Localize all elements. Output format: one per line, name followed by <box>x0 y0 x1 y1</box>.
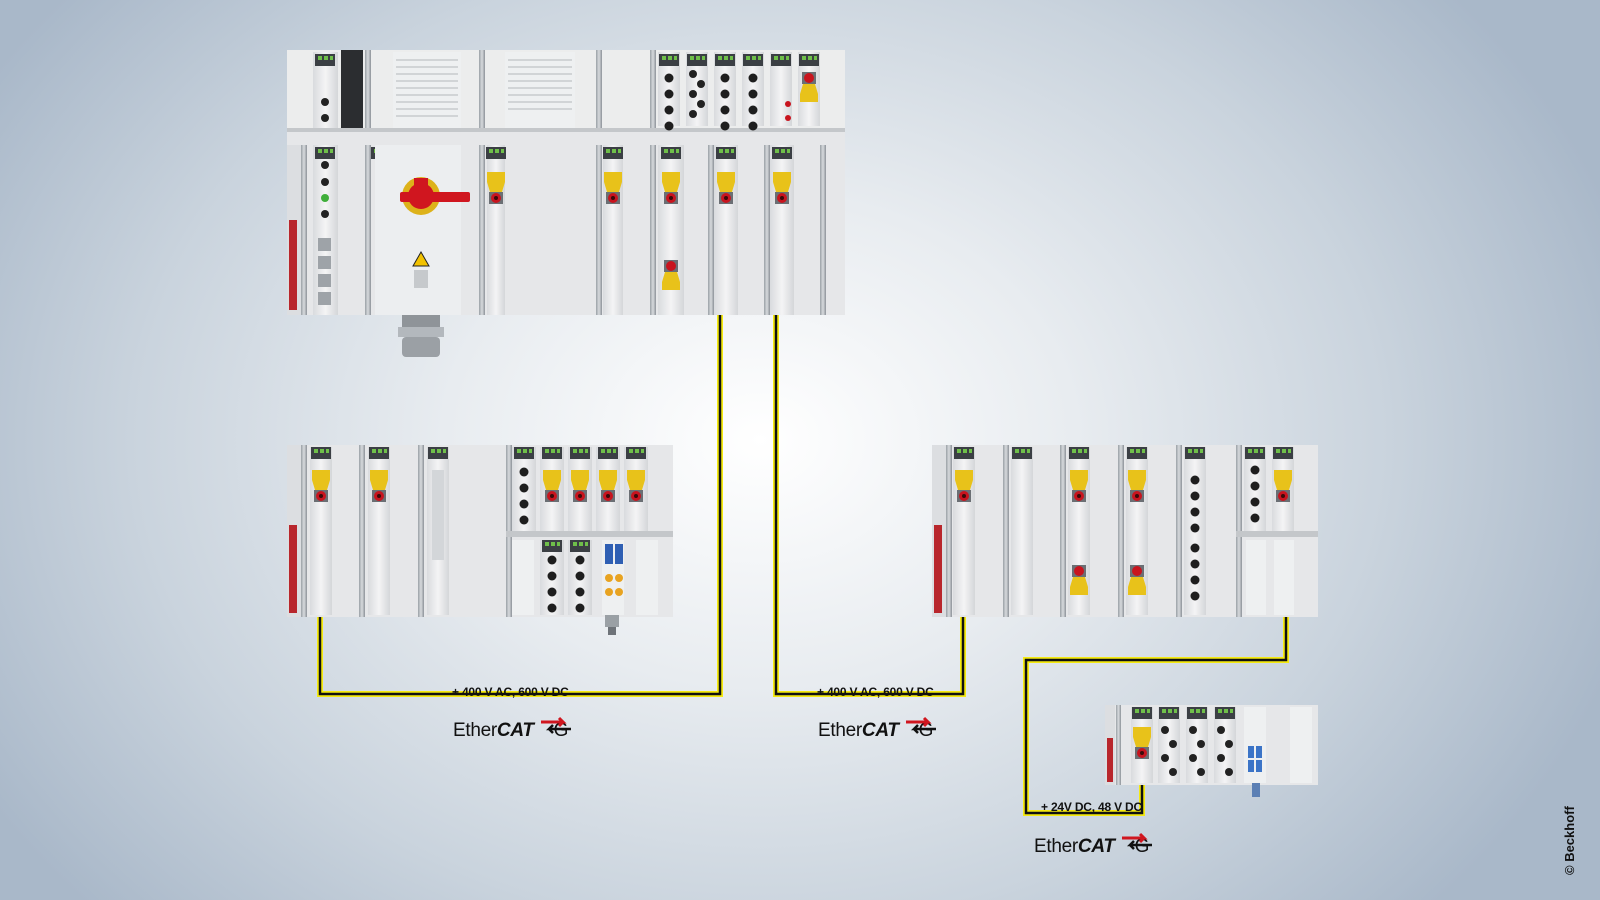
cable-24v <box>1023 490 1289 816</box>
ethercat-arrows-icon <box>906 716 936 734</box>
right-field-module <box>932 445 1318 617</box>
main-cabinet-module <box>287 50 845 357</box>
copyright-notice: © Beckhoff <box>1562 806 1577 875</box>
cable-label-middle: + 400 V AC, 600 V DC <box>817 685 934 699</box>
cable-label-right: + 24V DC, 48 V DC <box>1041 800 1142 814</box>
ethercat-arrows-icon <box>541 716 571 734</box>
small-field-module <box>1105 705 1318 797</box>
cable-label-left: + 400 V AC, 600 V DC <box>452 685 569 699</box>
ethercat-arrows-icon <box>1122 832 1152 850</box>
left-field-module <box>287 445 673 635</box>
